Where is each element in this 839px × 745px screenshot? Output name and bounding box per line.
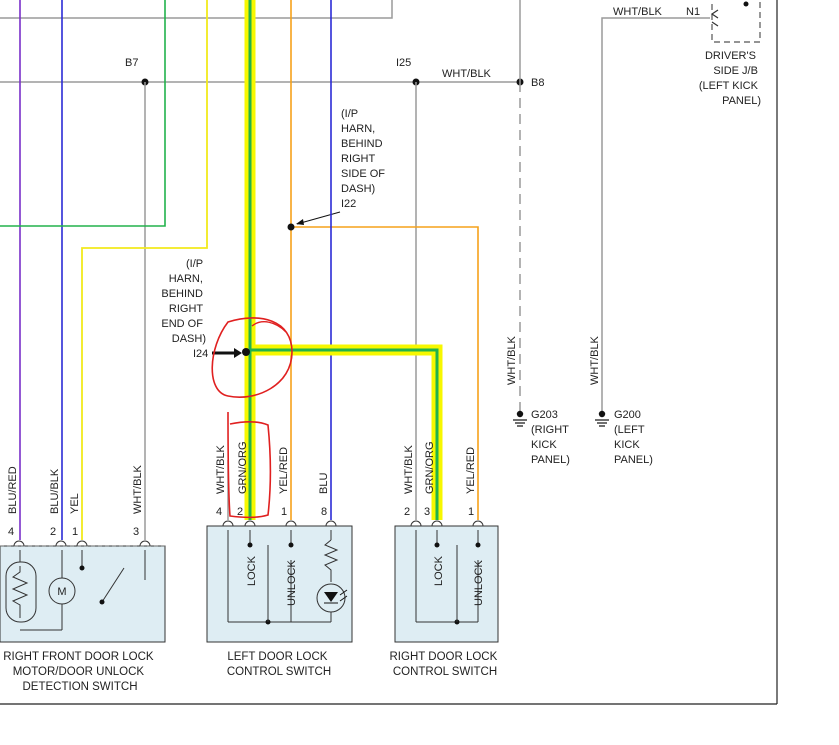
- wire-grn-org: [248, 0, 439, 520]
- ls-pin2-connector: [244, 520, 256, 527]
- ls-unlock-contact: [288, 542, 294, 548]
- rf-pin-1: 1: [72, 526, 78, 538]
- rf-pin4-connector: [13, 540, 25, 547]
- ls-pin-8: 8: [321, 506, 327, 518]
- rs-pin2-connector: [410, 520, 422, 527]
- annotation-circle-i24-tail: [251, 321, 287, 333]
- ls-lock-label: LOCK: [246, 555, 258, 586]
- label-b7: B7: [125, 57, 138, 69]
- rs-pin-2: 2: [404, 506, 410, 518]
- rs-caption: RIGHT DOOR LOCK CONTROL SWITCH: [390, 651, 501, 678]
- led-diode-icon: [324, 592, 338, 602]
- wire-green-left: [0, 0, 166, 227]
- rf-pin3-connector: [139, 540, 151, 547]
- rf-caption: RIGHT FRONT DOOR LOCK MOTOR/DOOR UNLOCK …: [3, 651, 157, 693]
- jb-label: DRIVER'S SIDE J/B (LEFT KICK PANEL): [699, 50, 761, 107]
- splice-i22-dot: [287, 223, 295, 231]
- ls-pin-1: 1: [281, 506, 287, 518]
- splice-i24-dot: [242, 348, 250, 356]
- annotation-circle-i24: [211, 317, 293, 398]
- drivers-jb-box: [711, 0, 761, 43]
- wire-yel-red-right: [291, 226, 479, 520]
- i22-leader: [296, 211, 341, 225]
- g203-label: G203 (RIGHT KICK PANEL): [531, 409, 572, 466]
- rf-detection-switch-capsule: [5, 561, 37, 623]
- ls-pin-4: 4: [216, 506, 222, 518]
- ls-pin1-connector: [285, 520, 297, 527]
- label-i24: I24: [193, 348, 208, 360]
- rf-pin-4: 4: [8, 526, 14, 538]
- rs-pin1-connector: [472, 520, 484, 527]
- label-g200-wire: WHT/BLK: [589, 335, 601, 385]
- ls-wire-grn-org: GRN/ORG: [237, 441, 249, 494]
- rf-pin1-connector: [76, 540, 88, 547]
- g200-label: G200 (LEFT KICK PANEL): [614, 409, 653, 466]
- rs-wire-grn-org: GRN/ORG: [424, 441, 436, 494]
- ls-resistor-icon: [323, 539, 339, 582]
- rf-wire-wht-blk: WHT/BLK: [132, 464, 144, 514]
- wire-jb-g200: [601, 17, 710, 412]
- rf-wire-yel: YEL: [69, 493, 81, 514]
- label-b8: B8: [531, 77, 544, 89]
- rs-unlock-label: UNLOCK: [473, 559, 485, 606]
- rf-wire-blu-red: BLU/RED: [7, 466, 19, 514]
- annotation-box-grn-org: [227, 411, 272, 519]
- ground-g200-icon: [595, 410, 609, 427]
- i22-arrowhead: [296, 219, 304, 225]
- ls-pin4-connector: [222, 520, 234, 527]
- jb-internal-dot: [743, 1, 749, 7]
- label-g203-wire: WHT/BLK: [506, 335, 518, 385]
- ls-caption: LEFT DOOR LOCK CONTROL SWITCH: [227, 651, 331, 678]
- rf-switch-contact: [79, 565, 85, 571]
- ls-pin-2: 2: [237, 506, 243, 518]
- jb-connector-symbol: [710, 9, 719, 27]
- led-ray-1: [339, 589, 348, 596]
- label-wht-blk-top: WHT/BLK: [442, 68, 492, 80]
- top-gray-wire-upper: [0, 0, 393, 19]
- rf-switch-pivot: [99, 599, 105, 605]
- label-n1: N1: [686, 6, 700, 18]
- i24-arrowhead: [234, 348, 242, 358]
- ls-wire-yel-red: YEL/RED: [278, 447, 290, 494]
- label-wht-blk-jb: WHT/BLK: [613, 6, 663, 18]
- switch-icon: [101, 567, 125, 603]
- left-door-lock-switch-component: [206, 520, 353, 643]
- ls-unlock-label: UNLOCK: [286, 559, 298, 606]
- ls-lock-contact: [247, 542, 253, 548]
- motor-label: M: [57, 586, 66, 598]
- highlight-grn-org: [244, 0, 443, 520]
- right-switch-box: [394, 525, 499, 643]
- rs-wire-yel-red: YEL/RED: [465, 447, 477, 494]
- wire-yellow: [81, 0, 208, 540]
- rs-lock-label: LOCK: [433, 555, 445, 586]
- rs-pin-1: 1: [468, 506, 474, 518]
- i22-label: (I/P HARN, BEHIND RIGHT SIDE OF DASH) I2…: [341, 108, 388, 210]
- ls-pin8-connector: [325, 520, 337, 527]
- right-door-lock-switch-component: [394, 520, 499, 643]
- rs-pin-3: 3: [424, 506, 430, 518]
- right-front-door-lock-component: [0, 540, 166, 643]
- rs-pin3-connector: [431, 520, 443, 527]
- rf-pin-3: 3: [133, 526, 139, 538]
- rf-resistor-icon: [11, 566, 29, 618]
- ls-wire-blu: BLU: [318, 473, 330, 494]
- rf-wire-blu-blk: BLU/BLK: [49, 468, 61, 514]
- ls-wire-wht-blk: WHT/BLK: [215, 444, 227, 494]
- rs-unlock-contact: [475, 542, 481, 548]
- i24-label: (I/P HARN, BEHIND RIGHT END OF DASH): [161, 258, 206, 345]
- ground-g203-icon: [513, 410, 527, 427]
- label-i25: I25: [396, 57, 411, 69]
- rf-pin2-connector: [55, 540, 67, 547]
- led-ray-2: [339, 595, 348, 602]
- rs-wire-wht-blk: WHT/BLK: [403, 444, 415, 494]
- rf-pin-2: 2: [50, 526, 56, 538]
- rs-lock-contact: [434, 542, 440, 548]
